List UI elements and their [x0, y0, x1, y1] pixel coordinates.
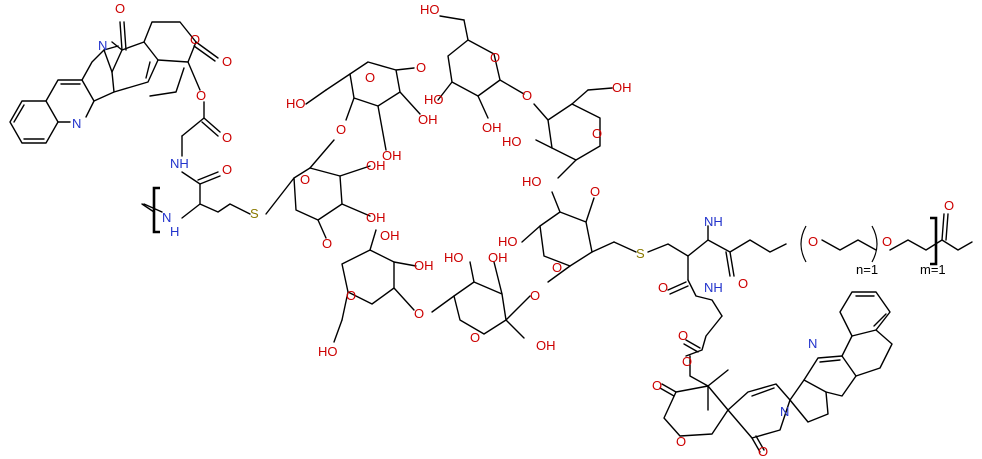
repeat-bracket-left — [141, 186, 160, 234]
atom-oxygen: O — [414, 306, 424, 321]
atom-oxygen: O — [592, 126, 602, 141]
atom-oxygen: O — [590, 184, 600, 199]
atom-sulfur: S — [636, 246, 645, 261]
atom-hydroxyl: OH — [380, 228, 400, 243]
atom-hydroxyl: HO — [444, 250, 464, 265]
atom-oxygen: O — [882, 234, 892, 249]
atom-hydroxyl: OH — [482, 120, 502, 135]
atom-oxygen: O — [758, 444, 768, 459]
atom-hydroxyl: OH — [536, 338, 556, 353]
atom-oxygen: O — [676, 434, 686, 449]
atom-amine: NH — [704, 214, 723, 229]
atom-oxygen: O — [738, 276, 748, 291]
atom-oxygen: O — [522, 88, 532, 103]
atom-hydroxyl: HO — [502, 134, 522, 149]
atom-nitrogen: N — [780, 404, 789, 419]
linker-peg-chain: NH O O O O n=1 m=1 O NH O — [647, 198, 973, 357]
atom-nitrogen: N — [72, 116, 81, 131]
atom-oxygen: O — [652, 378, 662, 393]
cyclodextrin-ring: O O HO O HO OH O OH HO OH O OH O HO HO O… — [265, 2, 645, 359]
atom-oxygen: O — [658, 280, 668, 295]
atom-oxygen: O — [196, 88, 206, 103]
atom-oxygen: O — [552, 260, 562, 275]
atom-oxygen: O — [346, 288, 356, 303]
atom-oxygen: O — [365, 70, 375, 85]
atom-oxygen: O — [336, 122, 346, 137]
atom-oxygen: O — [470, 330, 480, 345]
atom-hydroxyl: HO — [318, 344, 338, 359]
atom-oxygen: O — [300, 172, 310, 187]
atom-hydroxyl: OH — [366, 158, 386, 173]
camptothecin-bottom-right: O O O O N N — [652, 291, 893, 459]
atom-oxygen: O — [678, 328, 688, 343]
atom-oxygen: O — [222, 162, 232, 177]
camptothecin-top-left: O N O O N O O NH O N H S — [9, 1, 259, 239]
atom-oxygen: O — [222, 130, 232, 145]
atom-hydroxyl: HO — [522, 174, 542, 189]
atom-hydroxyl: OH — [488, 250, 508, 265]
atom-nitrogen: N — [98, 38, 107, 53]
atom-amine: NH — [170, 156, 189, 171]
atom-nitrogen: N — [162, 210, 171, 225]
atom-amine-h: H — [170, 224, 179, 239]
atom-hydroxyl: HO — [498, 234, 518, 249]
repeat-label-n: n=1 — [856, 262, 878, 277]
atom-oxygen: O — [115, 1, 125, 16]
atom-hydroxyl: HO — [420, 2, 440, 17]
atom-sulfur: S — [250, 206, 259, 221]
atom-hydroxyl: OH — [366, 210, 386, 225]
atom-amine: NH — [704, 280, 723, 295]
atom-hydroxyl: HO — [424, 92, 444, 107]
atom-oxygen: O — [682, 354, 692, 369]
atom-oxygen: O — [190, 32, 200, 47]
atom-oxygen: O — [808, 234, 818, 249]
atom-hydroxyl: OH — [612, 80, 632, 95]
atom-oxygen: O — [322, 236, 332, 251]
atom-oxygen: O — [490, 50, 500, 65]
atom-oxygen: O — [416, 60, 426, 75]
atom-nitrogen: N — [808, 336, 817, 351]
repeat-label-m: m=1 — [920, 262, 946, 277]
atom-oxygen: O — [944, 198, 954, 213]
atom-hydroxyl: HO — [286, 96, 306, 111]
atom-oxygen: O — [222, 54, 232, 69]
atom-oxygen: O — [530, 288, 540, 303]
atom-hydroxyl: OH — [414, 258, 434, 273]
atom-hydroxyl: OH — [418, 112, 438, 127]
atom-hydroxyl: OH — [382, 148, 402, 163]
